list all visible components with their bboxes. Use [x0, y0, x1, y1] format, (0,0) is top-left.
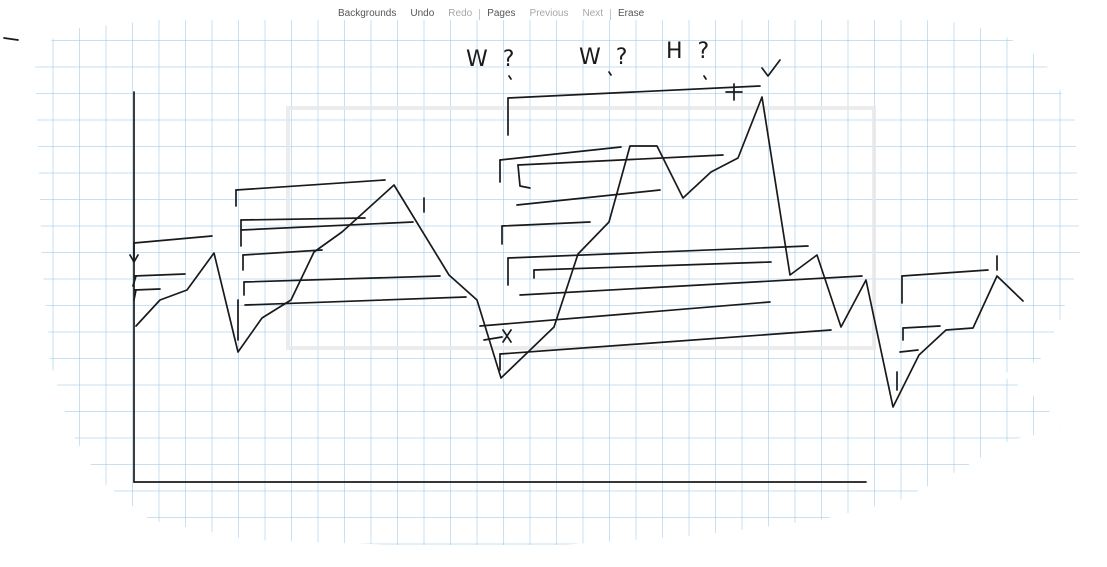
- toolbar-divider: [610, 8, 612, 20]
- toolbar-divider: [479, 8, 481, 20]
- annotation-label: W ?: [579, 45, 631, 70]
- pages-button[interactable]: Pages: [487, 8, 516, 19]
- annotation-label: W ?: [466, 47, 518, 72]
- bracket-strokes: [129, 59, 998, 391]
- edge-mark-stroke: [3, 37, 19, 41]
- whiteboard-toolbar: Backgrounds Undo Redo Pages Previous Nex…: [330, 6, 651, 22]
- undo-button[interactable]: Undo: [410, 8, 435, 19]
- annotation-label: H ?: [666, 39, 713, 64]
- redo-button[interactable]: Redo: [448, 8, 473, 19]
- price-line-stroke: [135, 96, 1024, 408]
- next-page-button[interactable]: Next: [582, 8, 604, 19]
- previous-page-button[interactable]: Previous: [529, 8, 569, 19]
- erase-button[interactable]: Erase: [618, 8, 645, 19]
- backgrounds-button[interactable]: Backgrounds: [338, 8, 397, 19]
